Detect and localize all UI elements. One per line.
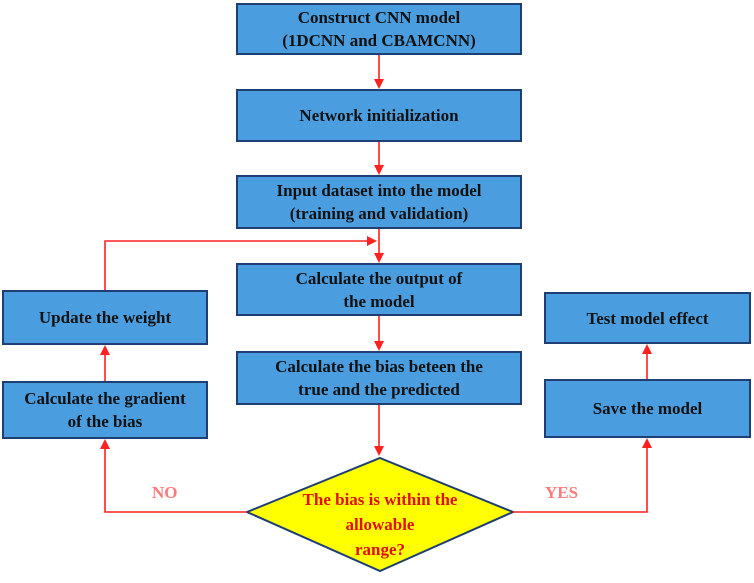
network-init-label: Network initialization <box>299 106 459 125</box>
decision-diamond <box>244 456 516 573</box>
network-init-box: Network initialization <box>236 89 522 142</box>
calculate-bias-label: Calculate the bias beteen the true and t… <box>275 357 483 399</box>
calculate-output-label: Calculate the output of the model <box>295 268 463 311</box>
input-dataset-label: Input dataset into the model (training a… <box>276 181 482 223</box>
construct-model-label: Construct CNN model (1DCNN and CBAMCNN) <box>282 8 476 50</box>
save-model-box: Save the model <box>544 379 751 438</box>
calculate-gradient-label: Calculate the gradient of the bias <box>24 389 186 431</box>
save-model-label: Save the model <box>592 399 703 418</box>
test-model-box: Test model effect <box>544 292 751 344</box>
calculate-gradient-box: Calculate the gradient of the bias <box>2 381 208 439</box>
arrow-update-loop-back <box>104 236 377 290</box>
calculate-bias-box: Calculate the bias beteen the true and t… <box>236 351 522 405</box>
arrow-yes-to-save <box>513 438 652 513</box>
update-weight-box: Update the weight <box>2 290 208 345</box>
decision-label: The bias is within the allowable range? <box>302 490 458 559</box>
input-dataset-box: Input dataset into the model (training a… <box>236 175 522 229</box>
no-branch-label: NO <box>152 483 178 502</box>
update-weight-label: Update the weight <box>38 308 172 327</box>
yes-branch-label: YES <box>545 483 579 502</box>
arrow-no-to-gradient <box>100 439 247 513</box>
construct-model-box: Construct CNN model (1DCNN and CBAMCNN) <box>236 3 522 55</box>
calculate-output-box: Calculate the output of the model <box>236 263 522 316</box>
test-model-label: Test model effect <box>586 308 709 328</box>
